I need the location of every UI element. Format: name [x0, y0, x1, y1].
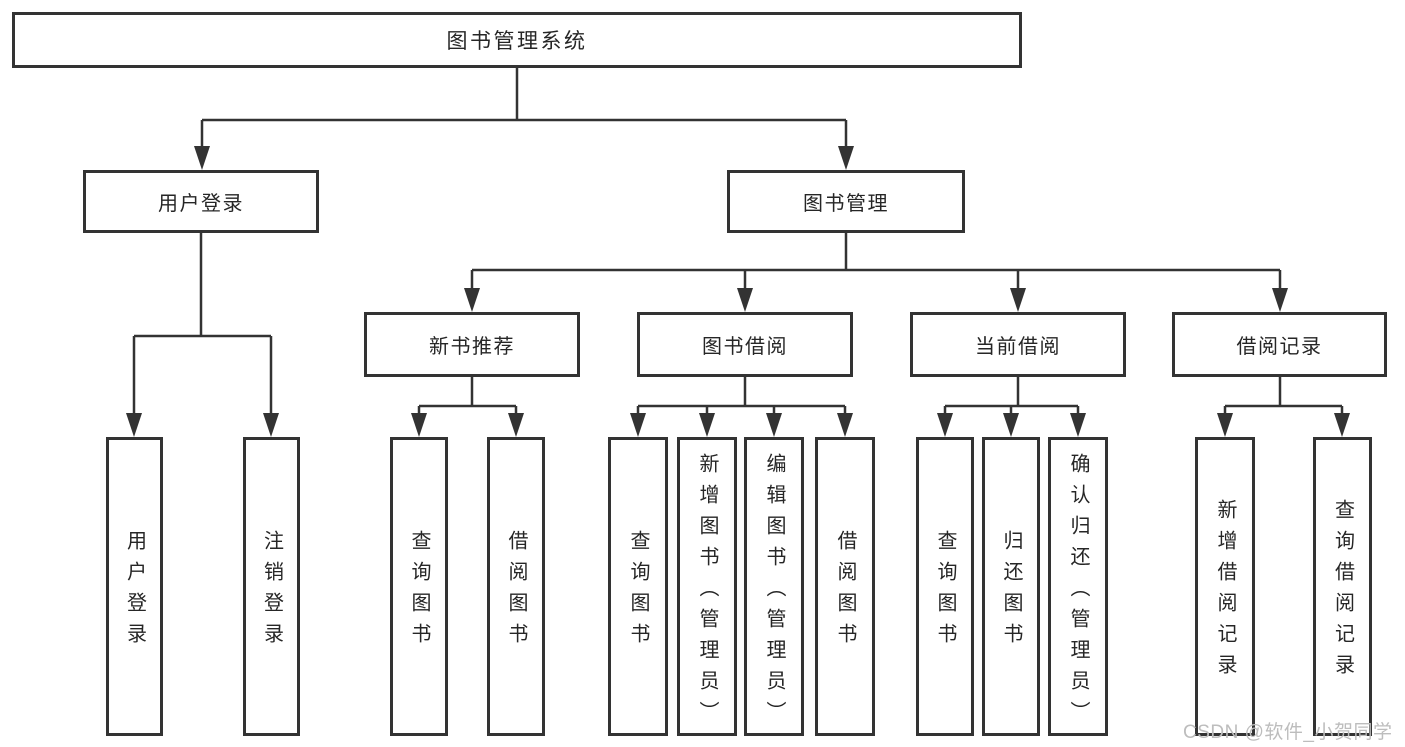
node-user-login: 用户登录	[83, 170, 319, 233]
csdn-watermark: CSDN @软件_小贺同学	[1183, 722, 1393, 743]
leaf-return-book: 归还图书	[982, 437, 1040, 736]
node-book-management: 图书管理	[727, 170, 965, 233]
arrow-icon	[699, 413, 715, 437]
node-new-book-recommend: 新书推荐	[364, 312, 580, 377]
leaf-confirm-return-admin: 确认归还（管理员）	[1048, 437, 1108, 736]
leaf-borrow-books-borrowing: 借阅图书	[815, 437, 875, 736]
arrow-icon	[837, 413, 853, 437]
leaf-query-borrow-record: 查询借阅记录	[1313, 437, 1372, 736]
leaf-logout: 注销登录	[243, 437, 300, 736]
arrow-icon	[508, 413, 524, 437]
arrow-icon	[464, 288, 480, 312]
arrow-icon	[1217, 413, 1233, 437]
leaf-edit-book-admin: 编辑图书（管理员）	[744, 437, 804, 736]
arrow-icon	[1003, 413, 1019, 437]
arrow-icon	[737, 288, 753, 312]
arrow-icon	[194, 146, 210, 170]
arrow-icon	[126, 413, 142, 437]
arrow-icon	[1010, 288, 1026, 312]
leaf-add-book-admin: 新增图书（管理员）	[677, 437, 737, 736]
node-root-system: 图书管理系统	[12, 12, 1022, 68]
arrow-icon	[1334, 413, 1350, 437]
arrowheads	[126, 146, 1350, 437]
leaf-query-books-borrowing: 查询图书	[608, 437, 668, 736]
arrow-icon	[1272, 288, 1288, 312]
leaf-add-borrow-record: 新增借阅记录	[1195, 437, 1255, 736]
arrow-icon	[937, 413, 953, 437]
node-current-borrowing: 当前借阅	[910, 312, 1126, 377]
arrow-icon	[838, 146, 854, 170]
arrow-icon	[1070, 413, 1086, 437]
arrow-icon	[630, 413, 646, 437]
leaf-query-books-recommend: 查询图书	[390, 437, 448, 736]
node-book-borrowing: 图书借阅	[637, 312, 853, 377]
leaf-borrow-books-recommend: 借阅图书	[487, 437, 545, 736]
arrow-icon	[411, 413, 427, 437]
leaf-user-login: 用户登录	[106, 437, 163, 736]
arrow-icon	[263, 413, 279, 437]
leaf-query-books-current: 查询图书	[916, 437, 974, 736]
arrow-icon	[766, 413, 782, 437]
node-borrowing-records: 借阅记录	[1172, 312, 1387, 377]
